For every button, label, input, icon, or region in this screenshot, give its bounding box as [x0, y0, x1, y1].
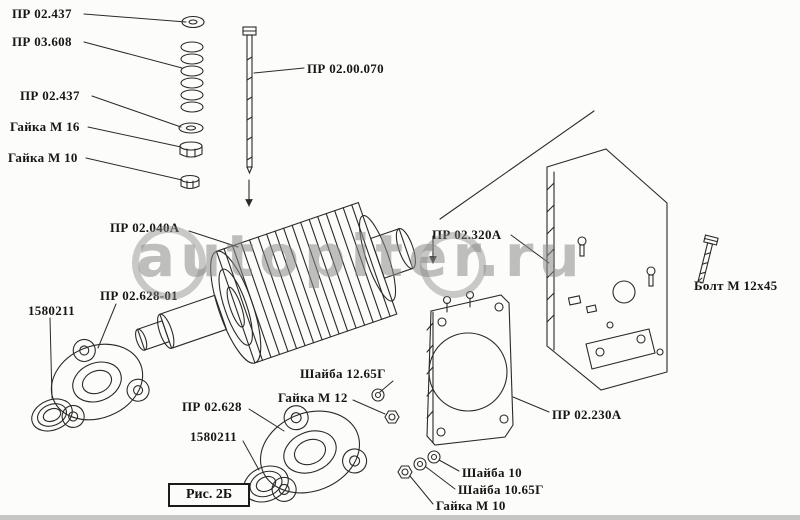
label-bearing-lower: 1580211 — [190, 429, 237, 444]
label-spring: ПР 03.608 — [12, 34, 72, 49]
bracket-part — [426, 290, 514, 446]
washer-10-65g-part — [413, 457, 427, 471]
label-nut-m10-lower: Гайка М 10 — [436, 498, 506, 513]
label-nut-m10-upper: Гайка М 10 — [8, 150, 78, 165]
label-rotor: ПР 02.040А — [110, 220, 180, 235]
rotor-part — [135, 201, 416, 364]
label-side-plate: ПР 02.320А — [432, 227, 502, 242]
nut-m10-upper-part — [180, 174, 200, 190]
bolt-m12x45-part — [697, 234, 719, 284]
label-nut-m12: Гайка М 12 — [278, 390, 348, 405]
figure-caption: Рис. 2Б — [168, 483, 251, 507]
label-bearing-upper: 1580211 — [28, 303, 75, 318]
label-washer-1265: Шайба 12.65Г — [300, 366, 386, 381]
label-washer-mid: ПР 02.437 — [20, 88, 80, 103]
washer-10-part — [427, 450, 441, 464]
spring-washer-mid-part — [178, 122, 204, 134]
label-washer-top: ПР 02.437 — [12, 6, 72, 21]
side-plate-part — [546, 148, 668, 391]
label-flange-upper: ПР 02.628-01 — [100, 288, 178, 303]
label-washer-10: Шайба 10 — [462, 465, 522, 480]
flange-lower-part — [259, 405, 368, 502]
label-bolt-m12x45: Болт М 12х45 — [694, 278, 778, 293]
page-bottom-edge — [0, 515, 800, 520]
label-bracket: ПР 02.230А — [552, 407, 622, 422]
washer-12-65g-part — [371, 388, 385, 402]
label-washer-1065: Шайба 10.65Г — [458, 482, 544, 497]
nut-m12-part — [384, 410, 400, 424]
label-tie-bolt: ПР 02.00.070 — [307, 61, 384, 76]
bearing-lower-part — [243, 465, 289, 503]
nut-m16-part — [179, 141, 203, 158]
label-nut-m16: Гайка М 16 — [10, 119, 80, 134]
leader-lines — [49, 13, 703, 505]
tie-bolt-part — [242, 26, 257, 175]
diagonal-leader-line — [439, 110, 595, 220]
bearing-upper-part — [31, 398, 73, 432]
coil-spring-part — [180, 41, 204, 113]
nut-m10-lower-part — [397, 465, 413, 479]
label-flange-lower: ПР 02.628 — [182, 399, 242, 414]
